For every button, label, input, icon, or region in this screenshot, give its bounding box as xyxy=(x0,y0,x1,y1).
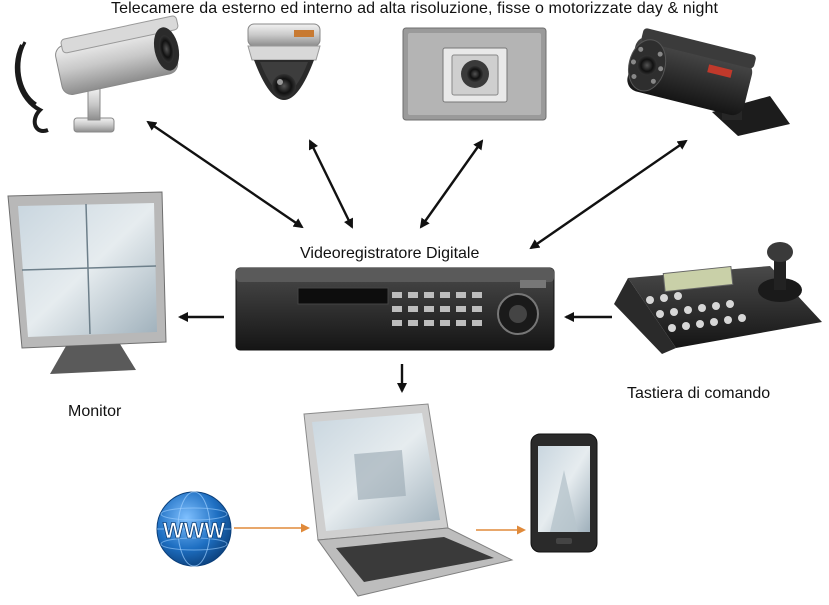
arrow-camera-4 xyxy=(529,139,688,250)
diagram-title: Telecamere da esterno ed interno ad alta… xyxy=(110,0,719,17)
arrow-camera-2 xyxy=(308,139,354,229)
dvr-label: Videoregistratore Digitale xyxy=(300,245,480,262)
flush-mount-camera-icon xyxy=(402,27,547,121)
bullet-camera-icon xyxy=(14,15,180,133)
ir-bullet-camera-icon xyxy=(627,28,790,136)
control-keyboard-icon xyxy=(614,242,822,354)
arrow-camera-1 xyxy=(146,120,304,229)
globe-icon: WWW xyxy=(156,491,232,567)
arrow-camera-3 xyxy=(419,139,484,229)
www-text: WWW xyxy=(163,518,226,543)
keyboard-label: Tastiera di comando xyxy=(627,385,771,402)
monitor-label: Monitor xyxy=(68,403,122,420)
camera-connection-arrows xyxy=(146,120,688,250)
dvr-icon xyxy=(235,267,555,351)
laptop-icon xyxy=(303,403,514,597)
dome-camera-icon xyxy=(247,23,321,100)
monitor-icon xyxy=(7,191,167,374)
smartphone-icon xyxy=(530,433,598,553)
